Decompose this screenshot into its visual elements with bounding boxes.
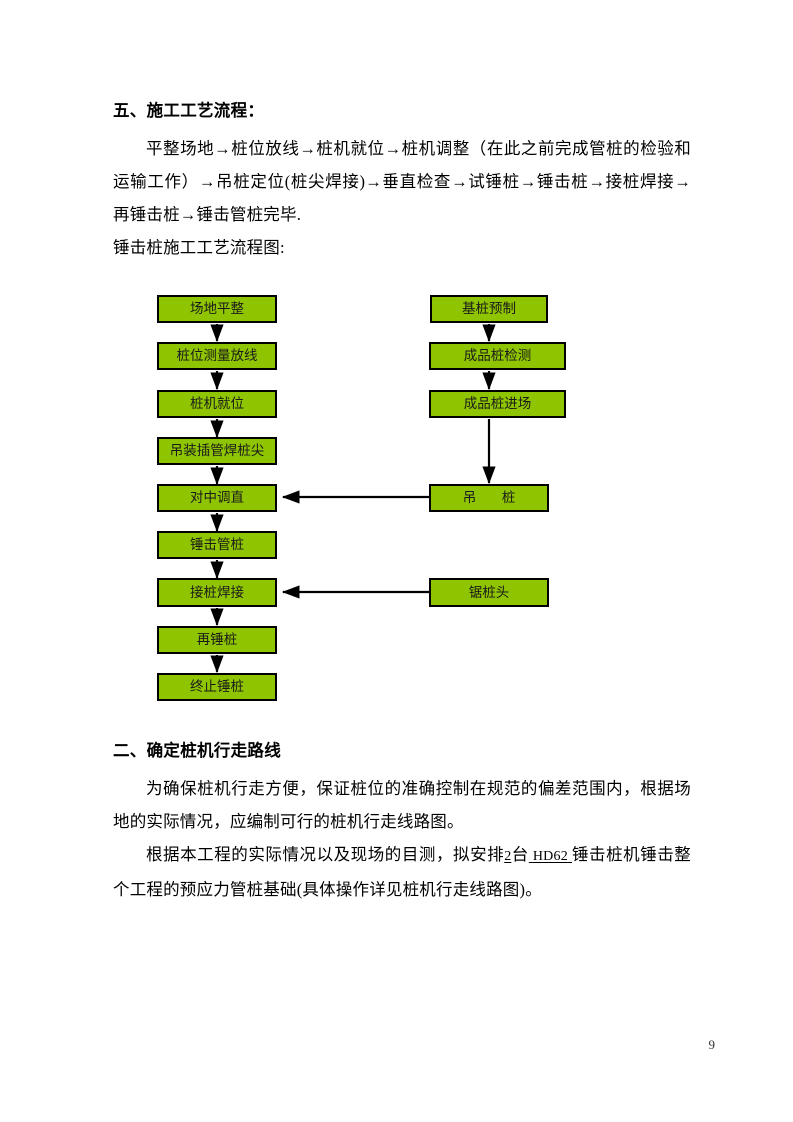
flow-node-left-9[interactable]: 终止锤桩 <box>157 673 277 701</box>
section-two-paragraph-1: 为确保桩机行走方便，保证桩位的准确控制在规范的偏差范围内，根据场地的实际情况，应… <box>113 779 691 832</box>
flow-node-left-2[interactable]: 桩位测量放线 <box>157 342 277 370</box>
flow-node-left-3[interactable]: 桩机就位 <box>157 390 277 418</box>
flow-node-left-6[interactable]: 锤击管桩 <box>157 531 277 559</box>
flow-node-right-1[interactable]: 基桩预制 <box>430 295 548 323</box>
section-two-paragraph-2: 根据本工程的实际情况以及现场的目测，拟安排2台 HD62 锤击桩机锤击整个工程的… <box>113 838 691 906</box>
section-one-heading: 五、施工工艺流程： <box>113 102 265 120</box>
paragraph-2-unit: 台 <box>511 845 529 865</box>
section-one: 五、施工工艺流程： 平整场地→桩位放线→桩机就位→桩机调整（在此之前完成管桩的检… <box>113 98 691 264</box>
paragraph-2-after: 锤击桩机锤击整个工程的预应力管桩基础(具体操作详见桩机行走线路图)。 <box>113 845 692 900</box>
flow-node-left-7[interactable]: 接桩焊接 <box>157 578 277 607</box>
pile-machine-model: HD62 <box>529 849 572 864</box>
flow-node-right-3[interactable]: 成品桩进场 <box>429 390 566 418</box>
pile-machine-quantity: 2 <box>504 849 512 865</box>
flowchart-caption: 锤击桩施工工艺流程图: <box>113 238 285 258</box>
flow-node-right-5[interactable]: 锯桩头 <box>429 578 549 607</box>
flow-node-left-4[interactable]: 吊装插管焊桩尖 <box>157 437 277 465</box>
flow-node-left-5[interactable]: 对中调直 <box>157 484 277 512</box>
paragraph-2-before: 根据本工程的实际情况以及现场的目测，拟安排 <box>146 845 505 865</box>
pile-machine-model-text: HD62 <box>532 849 568 865</box>
flow-node-right-2[interactable]: 成品桩检测 <box>429 342 566 370</box>
flow-node-left-1[interactable]: 场地平整 <box>157 295 277 323</box>
page-number: 9 <box>708 1037 716 1052</box>
flow-node-left-8[interactable]: 再锤桩 <box>157 626 277 654</box>
section-two-heading: 二、确定桩机行走路线 <box>113 742 281 760</box>
section-two: 二、确定桩机行走路线 为确保桩机行走方便，保证桩位的准确控制在规范的偏差范围内，… <box>113 738 691 906</box>
flow-node-right-4[interactable]: 吊 桩 <box>429 484 549 512</box>
section-one-paragraph: 平整场地→桩位放线→桩机就位→桩机调整（在此之前完成管桩的检验和运输工作）→吊桩… <box>113 139 691 225</box>
